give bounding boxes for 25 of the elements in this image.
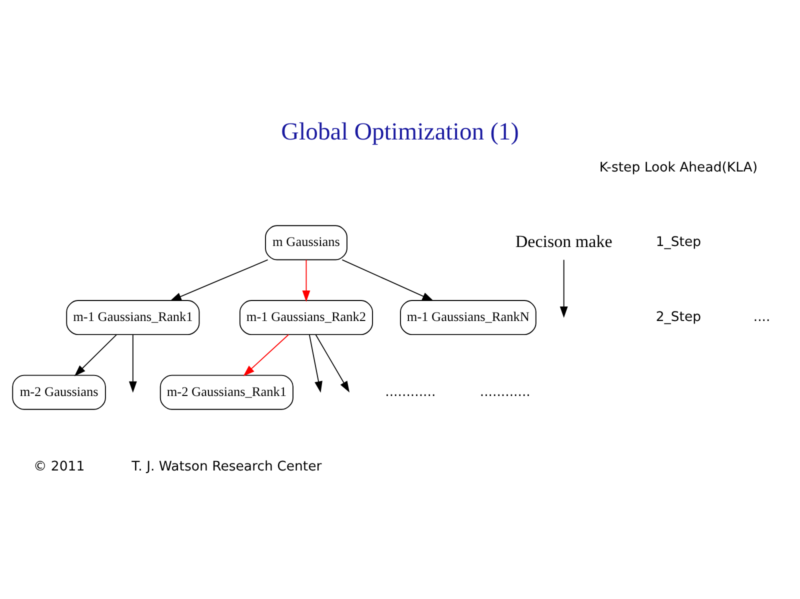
node-box: m-1 Gaussians_RankN [400,300,536,335]
node-box: m-1 Gaussians_Rank1 [66,300,200,335]
arrow [170,258,268,300]
node-box: m-2 Gaussians_Rank1 [160,374,294,410]
arrow [128,334,137,392]
diagram-title: Global Optimization (1) [281,118,519,145]
label: 2_Step [656,310,702,325]
label: ............ [385,384,436,400]
arrow [342,258,434,301]
arrow [243,334,290,376]
label: .... [753,310,770,325]
arrow [308,334,322,392]
node-box: m-1 Gaussians_Rank2 [239,300,373,335]
label: © 2011 [33,459,85,474]
label: 1_Step [656,234,702,250]
label: T. J. Watson Research Center [132,459,322,474]
arrow [74,334,117,376]
label: ............ [480,384,530,400]
node-box: m Gaussians [265,224,348,260]
label: K-step Look Ahead(KLA) [599,160,758,175]
node-text: Decison make [515,231,612,250]
arrow [560,258,568,318]
node-box: m-2 Gaussians [12,374,106,410]
arrow [315,334,350,392]
arrow [302,258,310,302]
